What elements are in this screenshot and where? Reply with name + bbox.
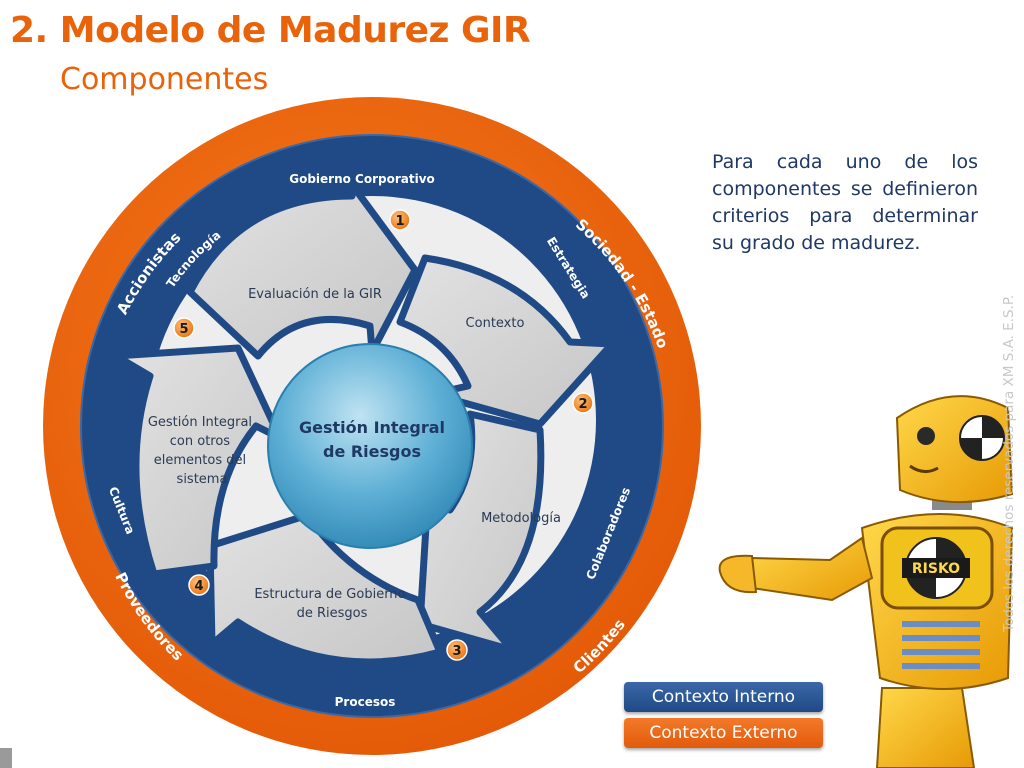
badge-1-number: 1: [395, 214, 404, 229]
component-4-line1: Estructura de Gobierno: [254, 587, 405, 602]
legend-internal-context: Contexto Interno: [624, 682, 823, 712]
component-2-label: Contexto: [466, 316, 525, 331]
badge-2: [572, 392, 594, 414]
arrow-component-1: [186, 178, 419, 360]
component-5-label: Gestión Integral con otros elementos del…: [148, 415, 256, 487]
badge-3: [446, 639, 468, 661]
robot-hand: [718, 554, 758, 594]
component-4-label: Estructura de Gobierno de Riesgos: [254, 587, 409, 621]
arrow-component-2: [396, 254, 616, 428]
badge-5: [173, 317, 195, 339]
center-hub: [267, 343, 473, 549]
description-text: Para cada uno de los componentes se defi…: [712, 151, 978, 254]
component-5-line3: elementos del: [154, 453, 246, 468]
slide-subtitle: Componentes: [60, 62, 269, 97]
component-5-line2: con otros: [170, 434, 231, 449]
badge-4: [188, 574, 210, 596]
center-label-line2: de Riesgos: [323, 442, 421, 461]
legend-external-context: Contexto Externo: [624, 718, 823, 748]
cycle-arrows: [112, 178, 616, 666]
arrow-component-4: [206, 504, 444, 666]
robot-abdomen: [902, 621, 980, 669]
robot-badge-text: RISKO: [912, 561, 960, 577]
robot-mouth: [909, 464, 939, 473]
robot-mascot-illustration: RISKO: [718, 395, 1014, 768]
badge-4-number: 4: [194, 579, 203, 594]
robot-legs: [875, 687, 976, 768]
robot-head-target-q2: [960, 438, 982, 460]
badge-3-number: 3: [452, 644, 461, 659]
robot-eye: [917, 427, 935, 445]
corner-scroll-marker: [0, 748, 12, 768]
component-5-line4: sistema: [177, 472, 228, 487]
robot-badge-bg: [902, 558, 970, 578]
number-badges: 1 2 3 4 5: [173, 209, 594, 661]
badge-1: [389, 209, 411, 231]
middle-label-procesos: Procesos: [335, 695, 396, 709]
robot-arm: [751, 536, 874, 602]
center-label-line1: Gestión Integral: [299, 418, 445, 437]
badge-2-number: 2: [578, 397, 587, 412]
middle-label-gobierno: Gobierno Corporativo: [289, 172, 435, 186]
badge-5-number: 5: [179, 322, 188, 337]
copyright-notice: Todos los derechos reservados para XM S.…: [1001, 294, 1017, 632]
component-3-label: Metodología: [481, 511, 561, 526]
slide-title: 2. Modelo de Madurez GIR: [10, 10, 531, 51]
component-1-label: Evaluación de la GIR: [248, 287, 382, 302]
component-5-line1: Gestión Integral: [148, 415, 252, 430]
component-4-line2: de Riesgos: [297, 606, 368, 621]
robot-head-target-q1: [982, 416, 1004, 438]
arrow-component-5: [112, 344, 284, 578]
